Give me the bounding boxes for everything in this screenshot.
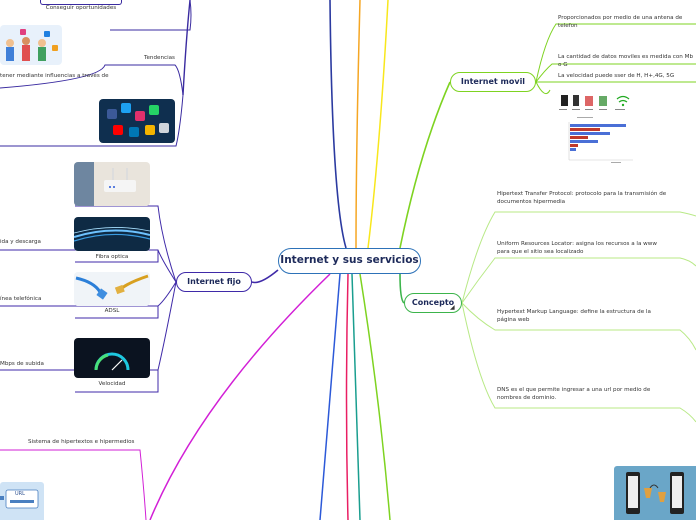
tablet-icon [573, 95, 579, 106]
fijo-label-linea[interactable]: ínea telefónica [0, 296, 42, 302]
fijo-label-descarga[interactable]: ida y descarga [0, 239, 41, 245]
wifi-icon [616, 95, 630, 103]
antenna-icon [599, 96, 607, 106]
social-people-image[interactable] [0, 25, 62, 65]
velocidad-caption[interactable]: Velocidad [98, 381, 126, 387]
adsl-caption[interactable]: ADSL [104, 308, 120, 314]
movil-item-velocidad[interactable]: La velocidad puede sser de H, H+,4G, 5G [558, 73, 675, 79]
central-topic[interactable]: Internet y sus servicios [278, 248, 421, 274]
concepto-item-url[interactable]: Uniform Resources Locator: asigna los re… [497, 241, 657, 255]
fibra-optica-caption[interactable]: Fibra optica [95, 254, 129, 260]
influencias-label[interactable]: tener mediante influencias a través de [0, 73, 109, 79]
url-illustration[interactable]: URL [0, 482, 44, 520]
fiber-image[interactable] [74, 217, 150, 251]
social-apps-image[interactable] [99, 99, 175, 143]
concepto-item-http[interactable]: Hipertext Transfer Protocol: protocolo p… [497, 191, 667, 205]
phone-infographic[interactable] [555, 90, 639, 166]
concepto-node[interactable]: Concepto [404, 293, 462, 313]
internet-fijo-node[interactable]: Internet fijo [176, 272, 252, 292]
shopping-hands-image[interactable] [614, 466, 696, 520]
movil-item-antena[interactable]: Proporcionados por medio de una antena d… [558, 15, 683, 29]
router-image[interactable] [74, 162, 150, 206]
internet-movil-node[interactable]: Internet movil [450, 72, 536, 92]
concepto-item-dns[interactable]: DNS es el que permite ingresar a una url… [497, 387, 651, 401]
phone-icon [561, 95, 568, 106]
speed-chart [570, 124, 626, 151]
url-badge-text: URL [15, 491, 25, 497]
concepto-item-html[interactable]: Hypertext Markup Language: define la est… [497, 309, 651, 323]
fijo-label-subida[interactable]: Mbps de subida [0, 361, 44, 367]
movil-item-datos[interactable]: La cantidad de datos moviles es medida c… [558, 54, 693, 68]
router-icon [585, 96, 593, 106]
tendencias-label[interactable]: Tendencias [144, 55, 175, 61]
expand-arrow-icon[interactable]: ◢ [450, 304, 455, 311]
conseguir-oportunidades-caption[interactable]: Conseguir oportunidades [45, 5, 117, 11]
ethernet-cable-image[interactable] [74, 272, 150, 306]
sistema-hipertextos-label[interactable]: Sistema de hipertextos e hipermedios [28, 439, 135, 445]
top-left-card-edge [40, 0, 122, 5]
speedometer-image[interactable] [74, 338, 150, 378]
